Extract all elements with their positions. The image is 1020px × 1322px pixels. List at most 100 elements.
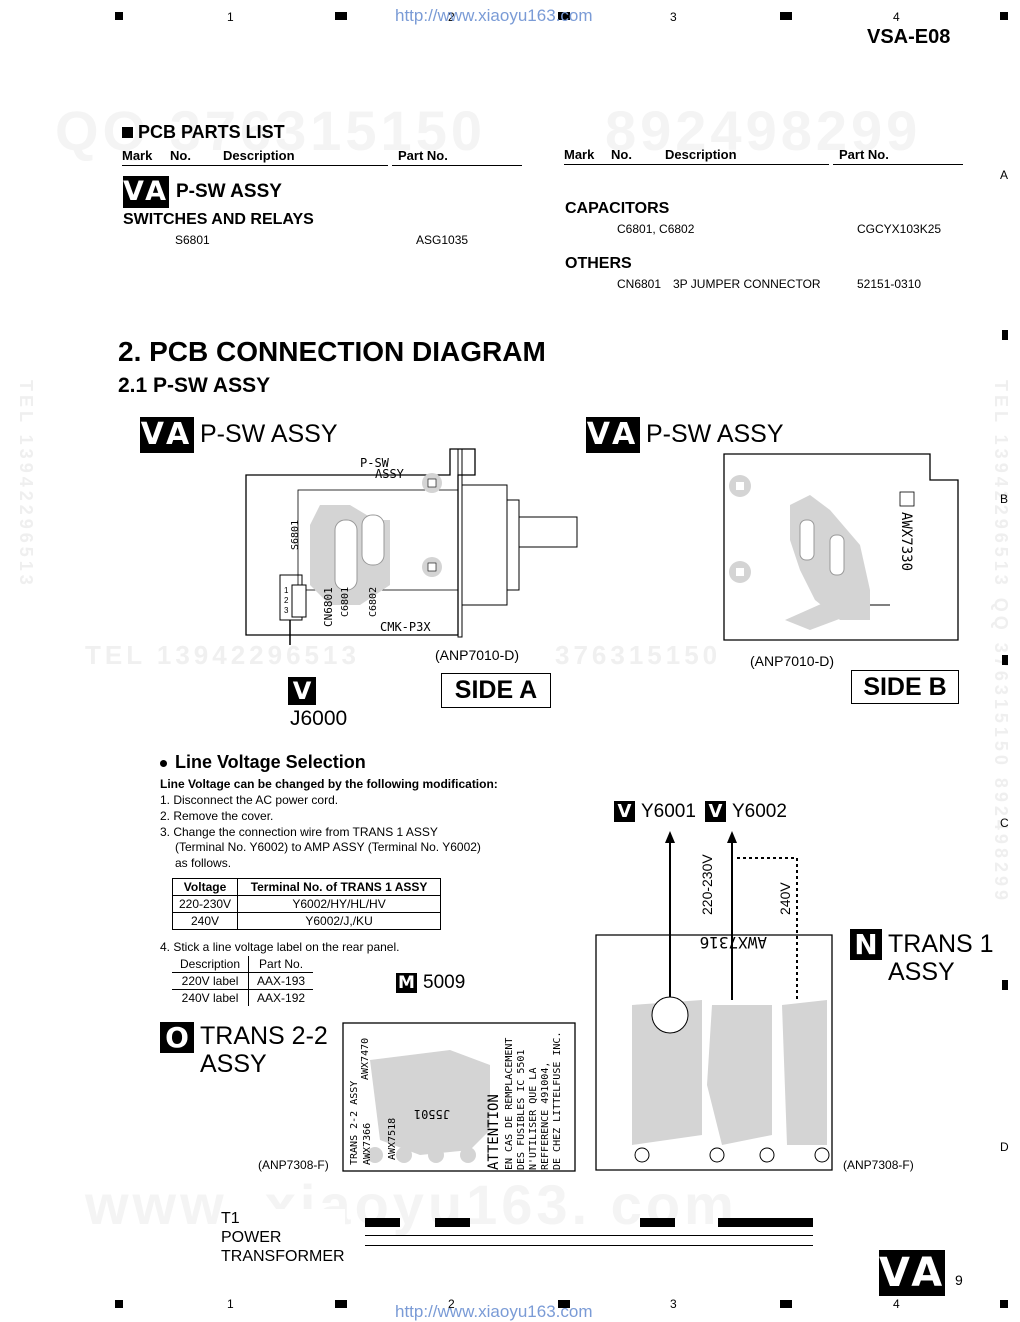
step: 4. Stick a line voltage label on the rea… — [160, 940, 400, 954]
component-label: S6801 — [290, 520, 301, 550]
group-name: SWITCHES AND RELAYS — [123, 211, 314, 228]
component-label: J5501 — [414, 1107, 450, 1121]
section-title: 2. PCB CONNECTION DIAGRAM — [118, 336, 546, 367]
assy-title: P-SW ASSY — [200, 420, 338, 448]
terminal-label: Y6002 — [732, 801, 787, 822]
o-badge: O — [160, 1022, 194, 1053]
column-number: 2 — [448, 10, 455, 24]
frame-mark — [1000, 1300, 1008, 1308]
divider — [564, 164, 829, 165]
part-code-cell: CGCYX103K25 — [857, 222, 942, 236]
watermark-tel: TEL 13942296513 — [85, 640, 360, 670]
m-badge: M — [396, 973, 417, 993]
column-number: 2 — [448, 1297, 455, 1311]
col-mark: Mark — [564, 147, 595, 162]
anp-label: (ANP7308-F) — [258, 1158, 329, 1172]
trans22-board-drawing: TRANS 2-2 ASSY AWX7470 AWX7366 AWX7518 J… — [342, 1022, 576, 1172]
va-badge: VA — [140, 417, 194, 453]
part-number-cell: C6801, C6802 — [617, 222, 695, 236]
frame-mark — [1002, 655, 1008, 665]
watermark-vertical-right: TEL 13942296513 QQ 376315150 892498299 — [991, 380, 1011, 904]
part-number-cell: CN6801 — [617, 277, 662, 291]
bullet-icon — [160, 759, 167, 767]
transformer-terminal — [365, 1218, 400, 1227]
section-subtitle: 2.1 P-SW ASSY — [118, 374, 271, 397]
v-badge: V — [614, 801, 635, 822]
trans1-board-drawing: 220-230V 240V AWX7316 — [595, 831, 833, 1171]
table-header-row: Voltage Terminal No. of TRANS 1 ASSY — [171, 878, 442, 896]
table-header: Voltage — [171, 878, 239, 896]
assy-title: P-SW ASSY — [646, 420, 784, 448]
col-part-no: Part No. — [398, 148, 448, 163]
step: 3. Change the connection wire from TRANS… — [160, 825, 438, 839]
pcb-side-b-drawing: AWX7330 — [723, 453, 959, 641]
assy-name: P-SW ASSY — [176, 181, 282, 202]
group-name: CAPACITORS — [565, 200, 670, 217]
column-number: 4 — [893, 1297, 900, 1311]
table-row: 220V label AAX-193 — [172, 972, 314, 990]
frame-mark — [780, 1300, 792, 1308]
assy-title: ASSY — [888, 958, 955, 986]
table-cell: 240V label — [172, 989, 250, 1006]
component-label: C6802 — [368, 587, 379, 617]
header-url[interactable]: http://www.xiaoyu163.com — [395, 6, 593, 25]
v-badge: V — [288, 677, 316, 705]
page-number: 9 — [955, 1272, 963, 1288]
column-number: 1 — [227, 10, 234, 24]
attention-line: DES FUSIBLES IC 5501 — [516, 1050, 527, 1170]
col-no: No. — [170, 148, 191, 163]
part-number-cell: S6801 — [175, 233, 210, 247]
terminal-label: Y6001 — [641, 801, 696, 822]
step: 2. Remove the cover. — [160, 809, 274, 823]
label-table: Description Part No. 220V label AAX-193 … — [172, 956, 314, 1006]
part-description-cell: 3P JUMPER CONNECTOR — [673, 277, 821, 291]
table-cell: 240V — [171, 912, 239, 930]
board-label: P-SW — [360, 456, 390, 470]
anp-label: (ANP7308-F) — [843, 1158, 914, 1172]
divider — [392, 165, 522, 166]
side-b-label: SIDE B — [851, 670, 959, 704]
frame-mark — [1002, 330, 1008, 340]
transformer-label-block: T1 POWER TRANSFORMER — [221, 1209, 345, 1266]
board-code: AWX7316 — [700, 933, 767, 952]
voltage-table: Voltage Terminal No. of TRANS 1 ASSY 220… — [171, 878, 442, 930]
watermark-number: 892498299 — [605, 99, 922, 162]
table-row: 240V label AAX-192 — [172, 989, 313, 1006]
assy-title: ASSY — [200, 1050, 267, 1078]
col-description: Description — [223, 148, 295, 163]
step: 1. Disconnect the AC power cord. — [160, 793, 339, 807]
table-header: Description — [172, 956, 250, 973]
table-cell: Y6002/J,/KU — [237, 912, 442, 930]
col-part-no: Part No. — [839, 147, 889, 162]
table-header-row: Description Part No. — [172, 956, 314, 973]
row-letter: B — [1000, 492, 1009, 506]
va-badge: VA — [123, 176, 169, 208]
component-label: CN6801 — [322, 587, 335, 627]
attention-line: EN CAS DE REMPLACEMENT — [504, 1038, 515, 1170]
column-number: 3 — [670, 10, 677, 24]
assy-title: TRANS 2-2 — [200, 1022, 328, 1050]
transformer-label-line: POWER — [221, 1229, 282, 1246]
board-code: AWX7518 — [387, 1118, 398, 1160]
connector-label: 5009 — [423, 972, 466, 993]
table-cell: Y6002/HY/HL/HV — [237, 895, 442, 913]
step: (Terminal No. Y6002) to AMP ASSY (Termin… — [175, 840, 481, 854]
board-label: CMK-P3X — [380, 620, 431, 634]
part-code-cell: 52151-0310 — [857, 277, 922, 291]
pcb-side-a-drawing: P-SW ASSY CMK-P3X S6801 CN6801 C6801 C68… — [245, 448, 578, 645]
connector-label: J6000 — [290, 707, 348, 730]
line-voltage-title: Line Voltage Selection — [160, 752, 366, 773]
row-letter: C — [1000, 816, 1009, 830]
model-number: VSA-E08 — [867, 26, 951, 48]
transformer-line — [365, 1245, 813, 1246]
footer-url[interactable]: http://www.xiaoyu163.com — [395, 1302, 593, 1321]
attention-line: REFFERENCE 491004, — [540, 1062, 551, 1170]
anp-label: (ANP7010-D) — [435, 647, 520, 663]
divider — [122, 165, 388, 166]
line-voltage-intro: Line Voltage can be changed by the follo… — [160, 777, 498, 791]
table-cell: AAX-192 — [257, 991, 306, 1005]
board-label: TRANS 2-2 ASSY — [349, 1081, 360, 1165]
col-no: No. — [611, 147, 632, 162]
frame-mark — [1002, 980, 1008, 990]
square-bullet-icon — [122, 127, 133, 138]
